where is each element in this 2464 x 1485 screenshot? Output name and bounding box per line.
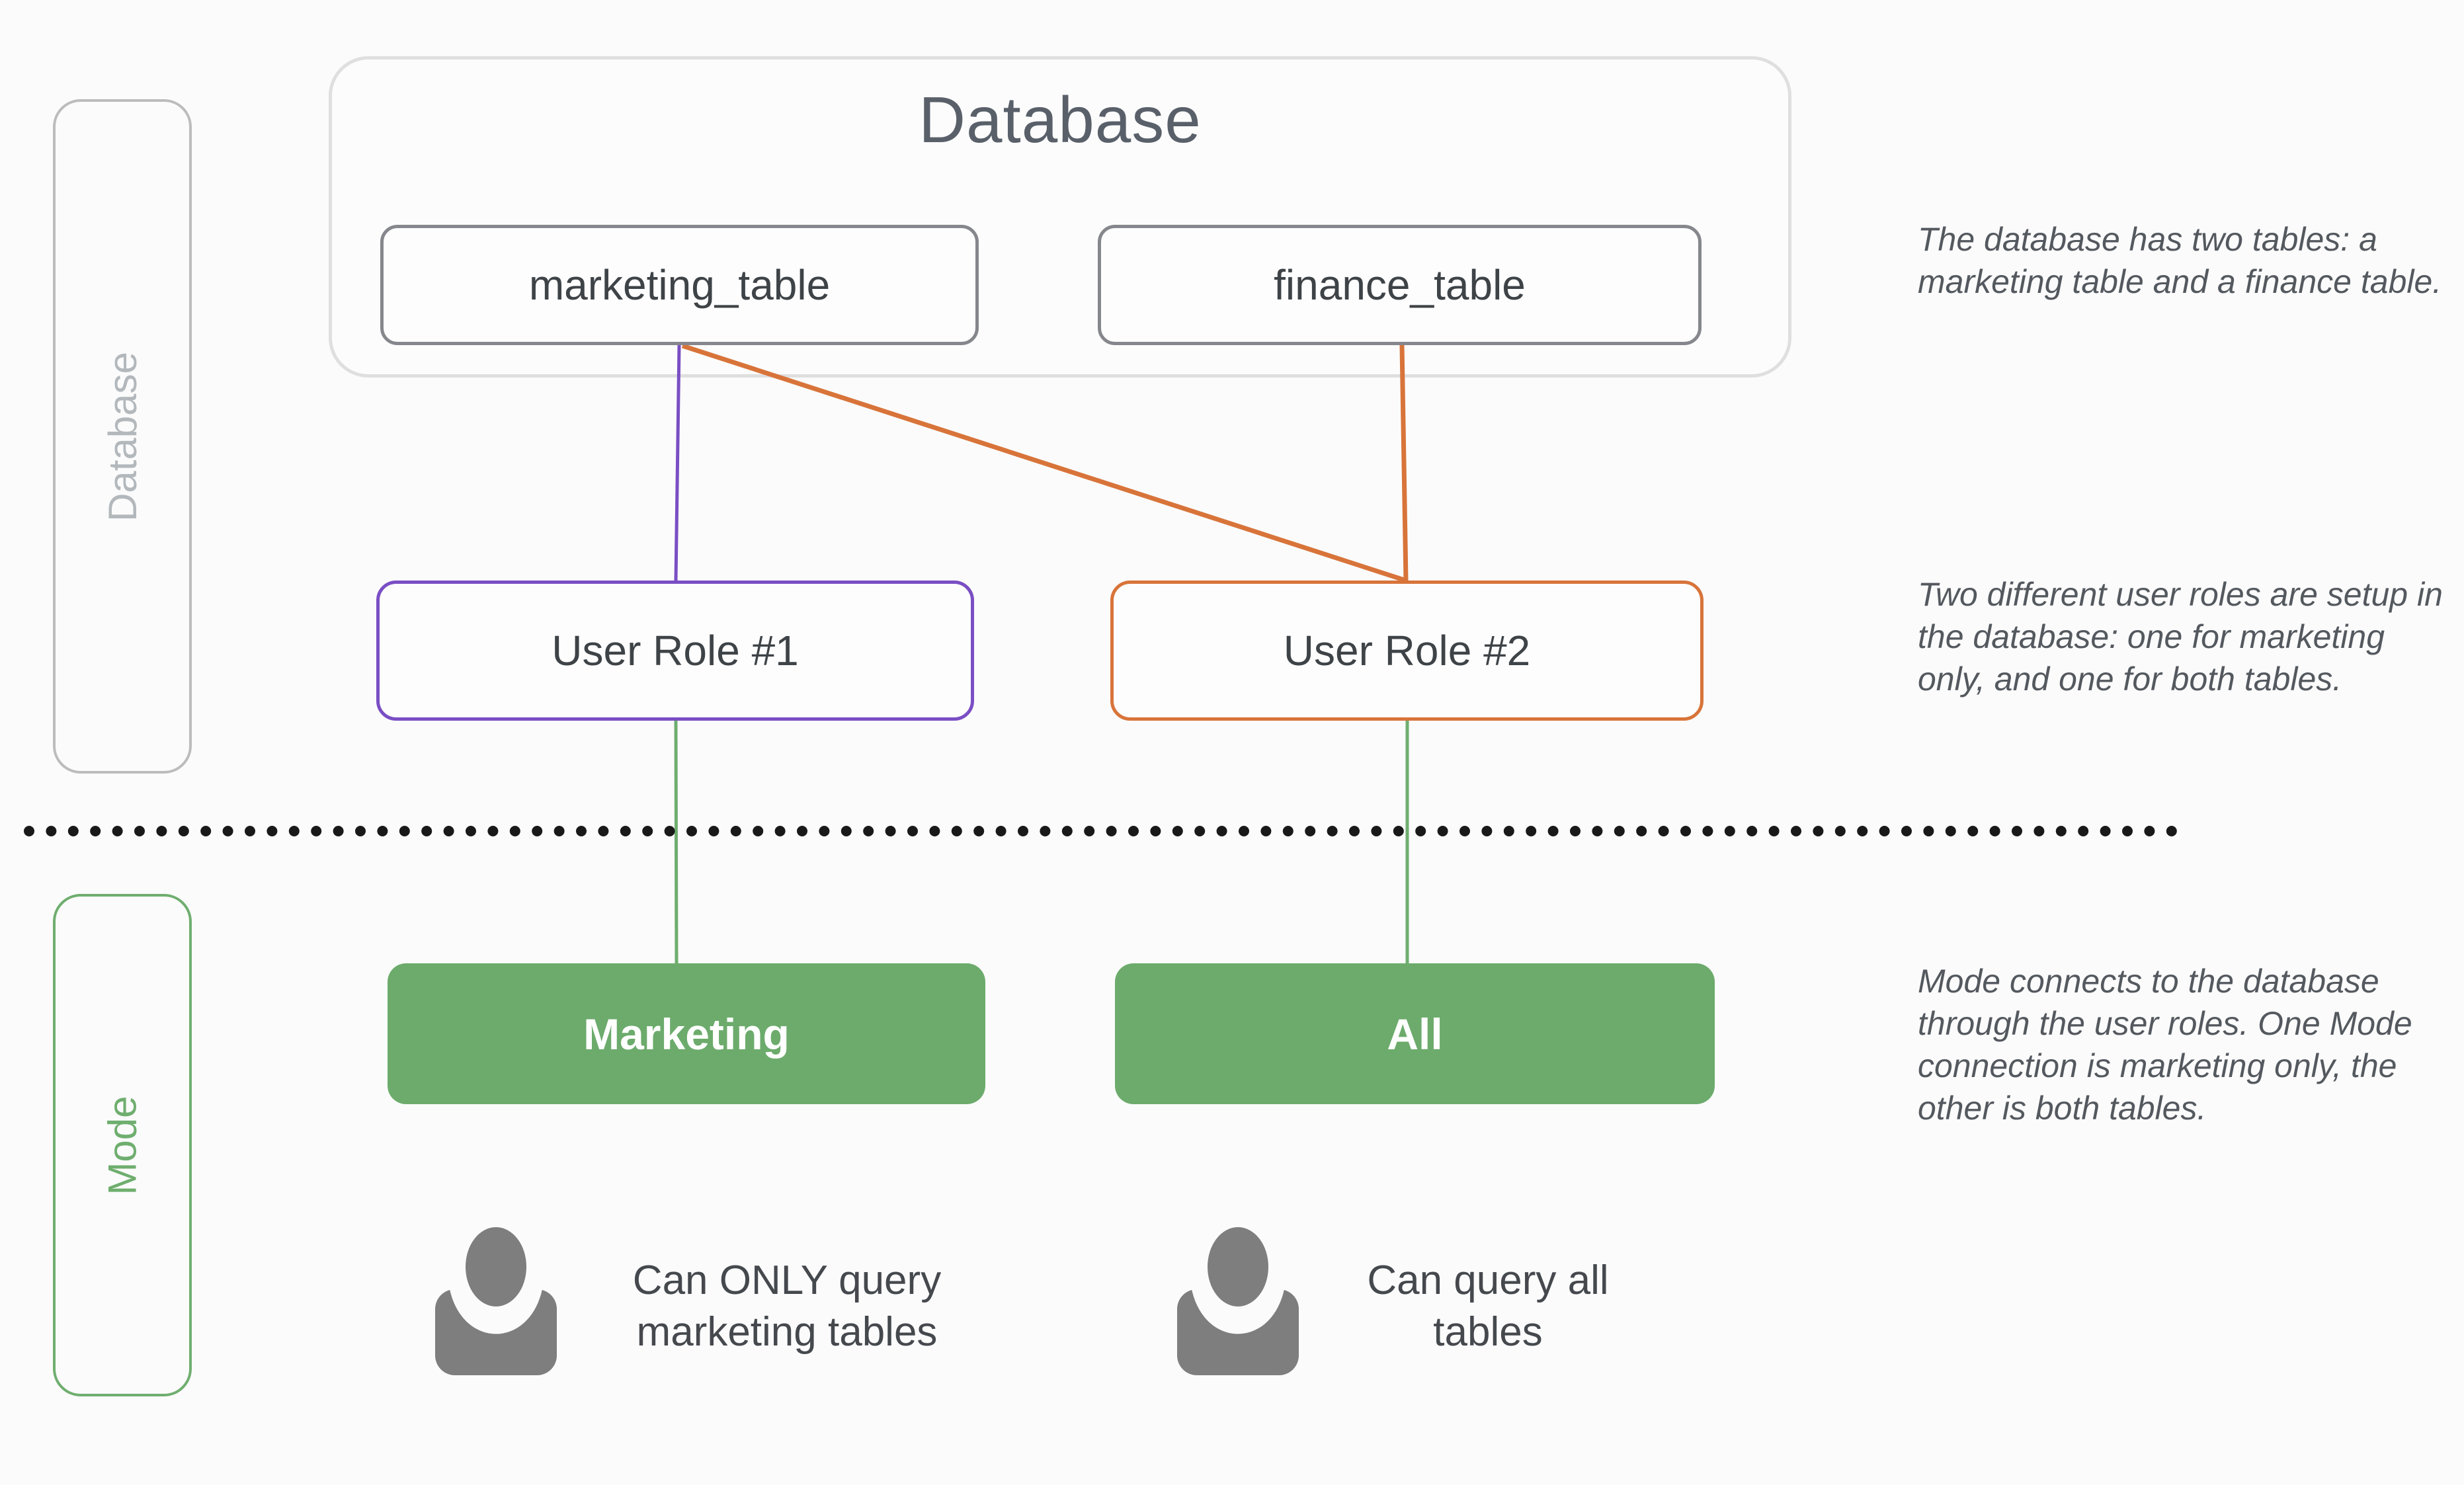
database-section-label: Database	[100, 351, 145, 522]
connector-marketing-table-to-role2	[681, 343, 1407, 583]
annotation-user-roles: Two different user roles are setup in th…	[1918, 576, 2443, 698]
marketing-table-box: marketing_table	[380, 225, 979, 345]
role2-permission-caption: Can query all tables	[1367, 1258, 1609, 1355]
marketing-connection-block: Marketing	[388, 963, 985, 1104]
user-role-2-box: User Role #2	[1110, 581, 1704, 721]
annotation-database-tables: The database has two tables: a marketing…	[1918, 221, 2442, 300]
database-section-label-box: Database	[53, 99, 192, 774]
annotation-mode-connections: Mode connects to the database through th…	[1918, 963, 2412, 1127]
connector-finance-table-to-role2	[1399, 344, 1409, 581]
all-connection-block: All	[1115, 963, 1715, 1104]
finance-table-box: finance_table	[1098, 225, 1702, 345]
user-silhouette-icon	[435, 1227, 557, 1375]
mode-section-label-box: Mode	[53, 894, 192, 1396]
connector-role1-to-marketing-connection	[674, 720, 678, 964]
user-role-1-box: User Role #1	[376, 581, 974, 721]
role1-permission-caption: Can ONLY query marketing tables	[632, 1258, 942, 1355]
database-container-title: Database	[919, 83, 1202, 156]
connector-marketing-table-to-role1	[674, 344, 681, 581]
mode-section-label: Mode	[100, 1095, 145, 1195]
user-silhouette-icon	[1177, 1227, 1299, 1375]
